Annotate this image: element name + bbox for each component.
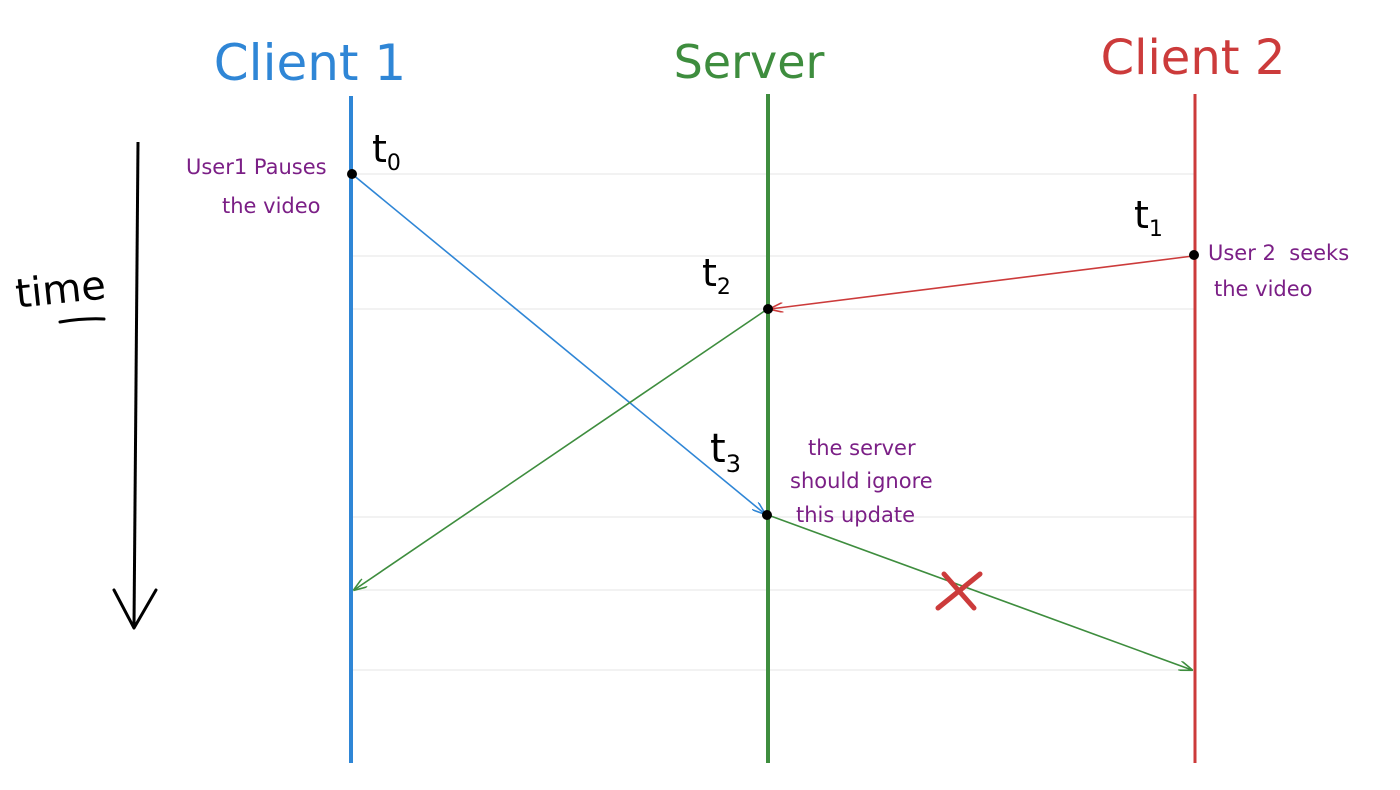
event-label-t3-sub: 3	[726, 450, 741, 478]
event-label-t3: t3	[710, 426, 741, 478]
time-axis-label: time	[13, 262, 108, 317]
lane-title-client2: Client 2	[1101, 30, 1286, 86]
event-dot-t3	[762, 510, 772, 520]
annotation-user1-pauses-line2: the video	[222, 194, 321, 218]
event-label-t0-main: t	[372, 127, 387, 171]
event-label-t2: t2	[702, 251, 731, 300]
annotation-user1-pauses: User1 Pauses the video	[186, 155, 333, 218]
event-dot-t2	[763, 304, 773, 314]
event-label-t2-sub: 2	[717, 275, 731, 300]
event-label-t0: t0	[372, 127, 401, 176]
event-label-t1-sub: 1	[1149, 217, 1163, 242]
event-label-t3-main: t	[710, 426, 726, 472]
annotation-server-ignore-line3: this update	[796, 503, 915, 527]
gridlines	[352, 173, 1195, 671]
time-axis-label-underline	[58, 317, 106, 324]
time-axis: time	[13, 141, 158, 630]
drop-x-icon	[935, 571, 983, 611]
annotation-server-ignore-line2: should ignore	[790, 469, 933, 493]
seek-broadcast	[354, 309, 767, 590]
annotation-user2-seeks-line1: User 2 seeks	[1208, 241, 1349, 265]
annotation-server-ignore: the server should ignore this update	[790, 436, 939, 527]
lane-title-server: Server	[674, 35, 825, 89]
pause-message	[351, 173, 765, 514]
annotation-user1-pauses-line1: User1 Pauses	[186, 155, 327, 179]
annotation-server-ignore-line1: the server	[808, 436, 916, 460]
event-dot-t1	[1189, 250, 1199, 260]
event-label-t1-main: t	[1134, 193, 1149, 237]
event-label-t1: t1	[1134, 193, 1163, 242]
time-axis-arrowhead	[112, 588, 158, 630]
ignored-pause-broadcast	[767, 514, 1192, 670]
lane-title-client1: Client 1	[214, 34, 406, 92]
seek-message	[770, 255, 1194, 309]
event-label-t0-sub: 0	[387, 151, 401, 176]
event-dot-t0	[347, 169, 357, 179]
annotation-user2-seeks: User 2 seeks the video	[1208, 241, 1356, 301]
event-label-t2-main: t	[702, 251, 717, 295]
annotation-user2-seeks-line2: the video	[1214, 277, 1313, 301]
time-axis-line	[132, 141, 140, 627]
